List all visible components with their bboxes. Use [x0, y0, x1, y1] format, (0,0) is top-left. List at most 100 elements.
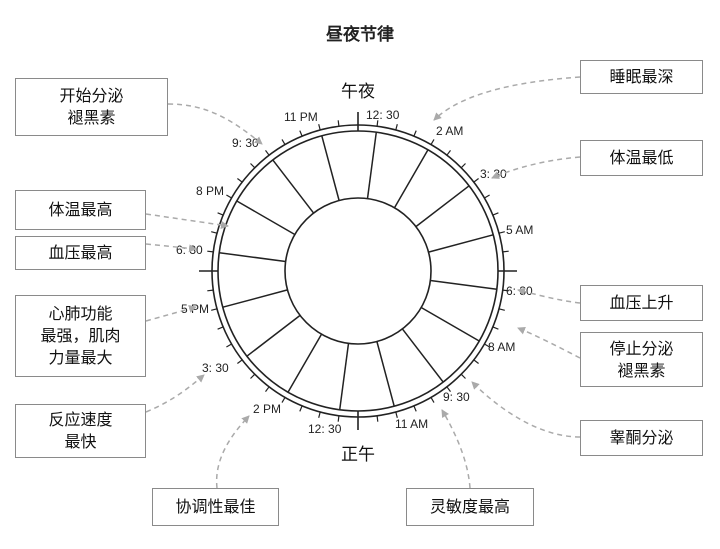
- time-label-9-30am: 9: 30: [443, 390, 470, 404]
- callout-alertness-highest: 灵敏度最高: [406, 488, 534, 526]
- callout-melatonin-start-line1: 开始分泌: [59, 86, 124, 105]
- callout-bp-highest: 血压最高: [15, 236, 146, 270]
- callout-sleep-deepest-text: 睡眠最深: [609, 67, 674, 86]
- clock-minor-tick: [484, 343, 490, 348]
- arrow-alertness-highest: [441, 409, 471, 489]
- clock-minor-tick: [217, 212, 224, 216]
- clock-minor-tick: [395, 124, 398, 131]
- clock-spoke: [321, 135, 340, 201]
- callout-bp-rise: 血压上升: [580, 285, 703, 321]
- time-label-2am: 2 AM: [436, 124, 463, 138]
- clock-spoke: [222, 289, 288, 308]
- time-label-6-30am: 6: 30: [506, 284, 533, 298]
- arrow-reaction-fastest: [145, 374, 205, 413]
- time-label-9-30pm: 9: 30: [232, 136, 259, 150]
- callout-bp-rise-text: 血压上升: [609, 293, 674, 312]
- clock-minor-tick: [492, 212, 499, 216]
- clock-minor-tick: [337, 120, 340, 127]
- time-label-11pm: 11 PM: [284, 110, 318, 124]
- clock-spoke: [236, 200, 296, 236]
- callout-bp-highest-text: 血压最高: [48, 243, 113, 262]
- time-label-2pm: 2 PM: [253, 402, 281, 416]
- clock-spoke: [393, 149, 429, 209]
- clock-spoke: [430, 279, 497, 291]
- clock-minor-tick: [337, 415, 340, 422]
- arrow-bp-rise: [517, 287, 581, 304]
- clock-minor-tick: [237, 359, 243, 364]
- clock-spoke: [366, 132, 378, 199]
- clock-minor-tick: [265, 386, 270, 392]
- clock-minor-tick: [446, 386, 451, 392]
- callout-alertness-highest-text: 灵敏度最高: [429, 497, 510, 516]
- clock-minor-tick: [430, 397, 435, 403]
- clock-minor-tick: [460, 163, 466, 169]
- clock-minor-tick: [318, 124, 321, 131]
- clock-minor-tick: [207, 289, 214, 292]
- page-title: 昼夜节律: [326, 25, 394, 45]
- arrow-temp-lowest: [491, 156, 581, 179]
- clock-minor-tick: [376, 415, 379, 422]
- callout-temp-highest: 体温最高: [15, 190, 146, 230]
- callout-coordination-best: 协调性最佳: [152, 488, 279, 526]
- clock-minor-tick: [484, 194, 490, 199]
- arrow-temp-highest: [145, 213, 229, 229]
- clock-minor-tick: [281, 139, 286, 145]
- clock-outer-inner-ring: [217, 130, 499, 412]
- clock-minor-tick: [211, 308, 218, 311]
- clock-minor-tick: [430, 139, 435, 145]
- clock-minor-tick: [446, 150, 451, 156]
- clock-inner-ring: [284, 197, 432, 345]
- callout-sleep-deepest: 睡眠最深: [580, 60, 703, 94]
- callout-cardio-best-line1: 心肺功能: [48, 304, 113, 323]
- time-label-6-30pm: 6: 30: [176, 243, 203, 257]
- clock-spoke: [219, 251, 286, 263]
- clock-minor-tick: [265, 150, 270, 156]
- clock-minor-tick: [207, 250, 214, 253]
- time-label-11am: 11 AM: [395, 417, 428, 431]
- clock-minor-tick: [502, 250, 509, 253]
- callout-cardio-best-line2: 最强，肌肉: [40, 326, 121, 345]
- arrow-melatonin-stop: [517, 326, 581, 359]
- clock-minor-tick: [413, 405, 417, 412]
- callout-testosterone-text: 睾酮分泌: [609, 428, 674, 447]
- clock-minor-tick: [498, 308, 505, 311]
- clock-spoke: [401, 328, 444, 383]
- clock-spoke: [376, 341, 395, 407]
- clock-minor-tick: [492, 326, 499, 330]
- callout-reaction-fastest-line1: 反应速度: [48, 410, 113, 429]
- callout-melatonin-stop-line1: 停止分泌: [609, 338, 674, 358]
- time-label-8pm: 8 PM: [196, 184, 224, 198]
- time-label-3-30am: 3: 30: [480, 167, 507, 181]
- clock-minor-tick: [226, 194, 232, 199]
- time-label-5pm: 5 PM: [181, 302, 209, 316]
- callout-melatonin-start: 开始分泌 褪黑素: [15, 78, 168, 136]
- clock-minor-tick: [460, 373, 466, 379]
- clock-spoke: [420, 306, 480, 342]
- clock-minor-tick: [211, 231, 218, 234]
- callout-melatonin-stop: 停止分泌 褪黑素: [580, 332, 703, 387]
- callout-coordination-best-text: 协调性最佳: [175, 497, 256, 516]
- clock-minor-tick: [318, 411, 321, 418]
- clock-minor-tick: [217, 326, 224, 330]
- clock-minor-tick: [395, 411, 398, 418]
- callout-testosterone: 睾酮分泌: [580, 420, 703, 456]
- time-label-5am: 5 AM: [506, 223, 533, 237]
- clock-minor-tick: [376, 120, 379, 127]
- clock-minor-tick: [413, 130, 417, 137]
- callout-cardio-best: 心肺功能 最强，肌肉 力量最大: [15, 295, 146, 377]
- callout-reaction-fastest-line2: 最快: [64, 432, 97, 451]
- clock-minor-tick: [299, 130, 303, 137]
- noon-label: 正午: [341, 445, 375, 465]
- arrow-melatonin-start: [167, 103, 263, 145]
- clock-minor-tick: [237, 178, 243, 183]
- clock-minor-tick: [250, 163, 256, 169]
- arrow-sleep-deepest: [433, 76, 581, 121]
- callout-temp-highest-text: 体温最高: [48, 200, 113, 219]
- callout-melatonin-stop-line2: 褪黑素: [617, 360, 666, 380]
- callout-temp-lowest: 体温最低: [580, 140, 703, 176]
- clock-minor-tick: [473, 178, 479, 183]
- clock-spoke: [428, 234, 494, 253]
- arrow-coordination-best: [215, 415, 250, 489]
- clock-minor-tick: [250, 373, 256, 379]
- midnight-label: 午夜: [341, 82, 375, 102]
